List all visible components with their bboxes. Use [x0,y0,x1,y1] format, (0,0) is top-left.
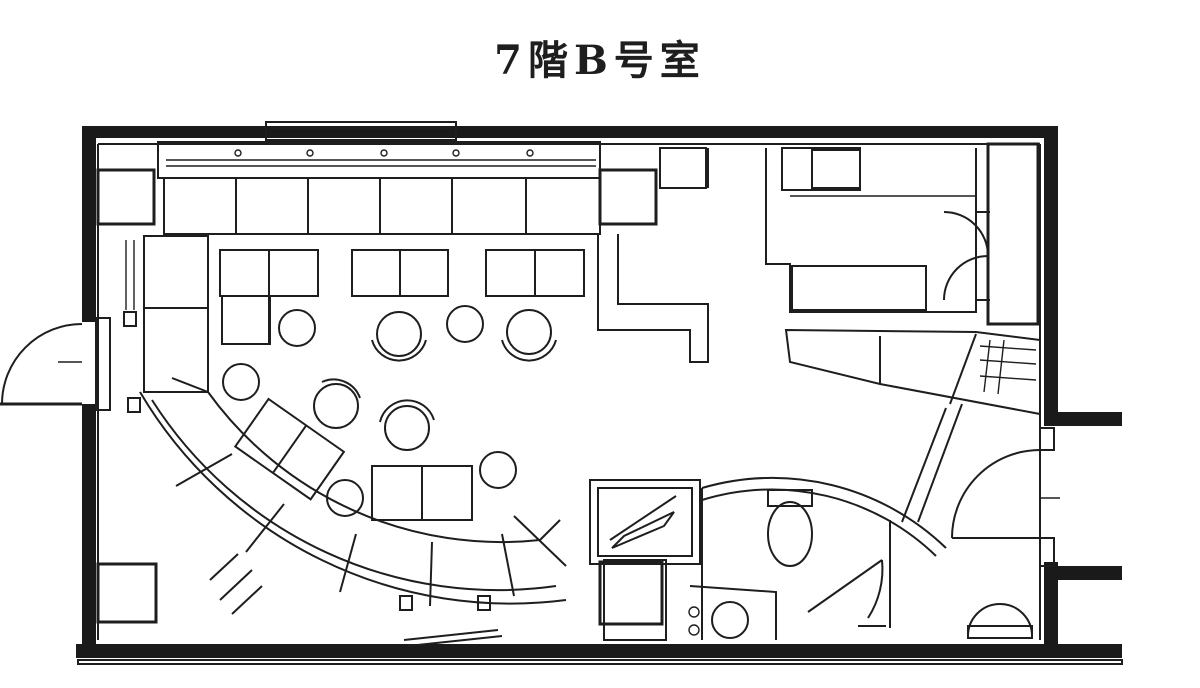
toilet-room [688,476,947,640]
left-bench [123,235,209,413]
back-counter [157,141,601,235]
diagonal-shelves [784,328,1041,416]
chairs [222,305,557,517]
columns [96,142,1040,626]
entrance-door [0,317,111,411]
curved-banquette [139,377,567,611]
diagonal-wall [901,403,963,523]
detail-marks [209,553,503,647]
back-room [765,147,990,313]
sink-unit [589,479,701,641]
floor-plan-title: 7階B号室 [494,37,706,84]
partition-walls [597,147,709,363]
tables [219,249,585,521]
side-doors [951,427,1060,639]
top-window [265,121,457,141]
outer-walls [76,126,1123,665]
